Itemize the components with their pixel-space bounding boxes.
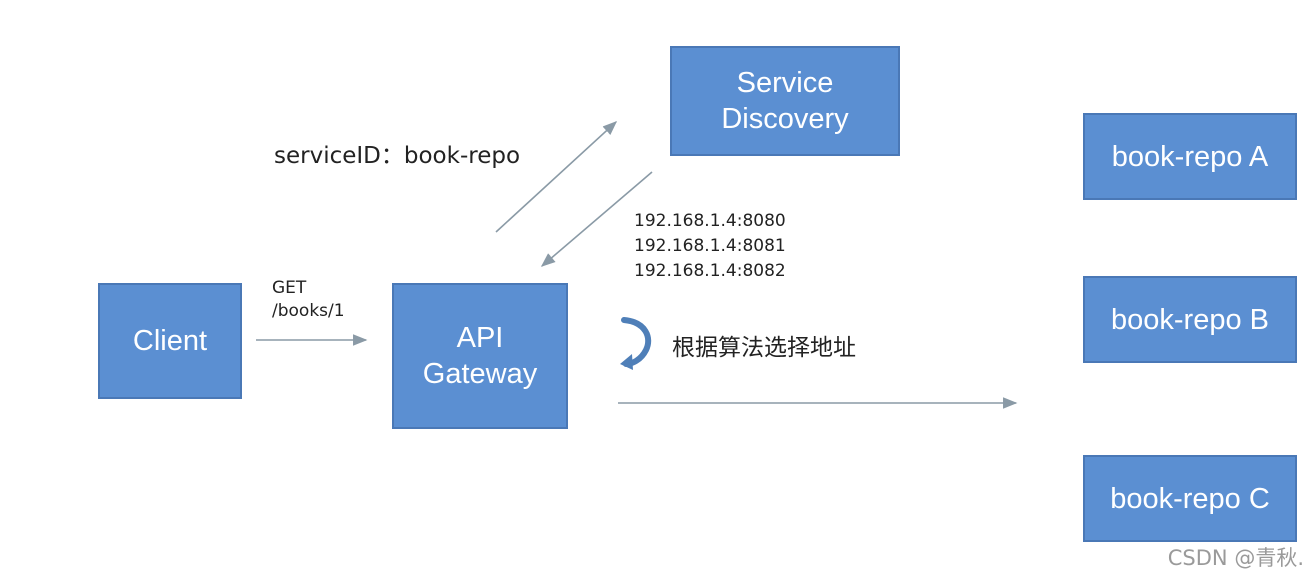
request-path-label: /books/1: [272, 301, 345, 321]
book-repo-c-label: book-repo C: [1110, 482, 1270, 515]
address-label-2: 192.168.1.4:8081: [634, 236, 786, 256]
book-repo-a-node: book-repo A: [1083, 113, 1297, 200]
book-repo-b-node: book-repo B: [1083, 276, 1297, 363]
request-method-label: GET: [272, 278, 307, 298]
service-id-label: serviceID：book-repo: [274, 143, 521, 169]
edge-gateway-to-discovery: [495, 121, 618, 233]
service-discovery-node: Service Discovery: [670, 46, 900, 156]
api-gateway-node: API Gateway: [392, 283, 568, 429]
select-algorithm-label: 根据算法选择地址: [672, 335, 856, 361]
service-discovery-label-line1: Service: [736, 67, 834, 99]
address-label-1: 192.168.1.4:8080: [634, 211, 786, 231]
client-label: Client: [132, 325, 208, 357]
address-label-3: 192.168.1.4:8082: [634, 261, 786, 281]
edge-discovery-to-gateway: [540, 171, 653, 267]
api-gateway-label-line1: API: [456, 322, 504, 354]
api-gateway-label-line2: Gateway: [422, 358, 538, 390]
service-discovery-label-line2: Discovery: [721, 103, 849, 135]
client-node: Client: [98, 283, 242, 399]
book-repo-b-label: book-repo B: [1111, 303, 1269, 336]
csdn-watermark: CSDN @青秋.: [1167, 546, 1304, 570]
curved-loop-arrow-icon: [620, 317, 652, 370]
book-repo-c-node: book-repo C: [1083, 455, 1297, 542]
book-repo-a-label: book-repo A: [1111, 140, 1269, 173]
